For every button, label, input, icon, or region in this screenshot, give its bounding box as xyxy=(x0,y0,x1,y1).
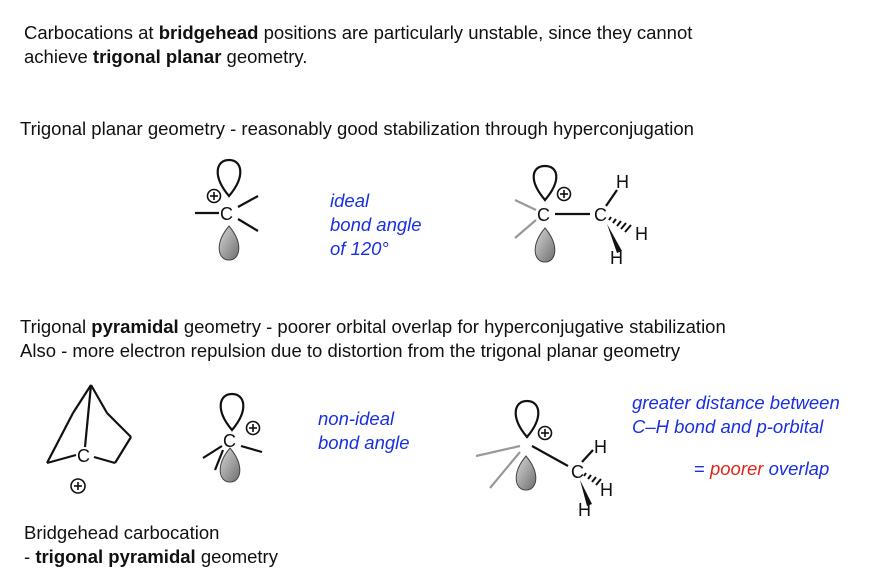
caption-line-1: Bridgehead carbocation xyxy=(24,522,220,543)
atom-h: H xyxy=(610,248,623,268)
positive-charge-icon xyxy=(70,478,86,494)
atom-c: C xyxy=(223,431,236,451)
pyramidal-ethyl-cation: C H H H xyxy=(475,399,613,520)
intro-line-1: Carbocations at bridgehead positions are… xyxy=(24,22,693,43)
positive-charge-icon xyxy=(556,186,572,202)
planar-carbocation: C xyxy=(195,158,259,261)
empty-p-orbital-lobe xyxy=(216,158,242,198)
empty-p-orbital-lobe xyxy=(219,392,245,432)
pyramidal-carbocation: C xyxy=(202,392,263,483)
overlap-note: = poorer overlap xyxy=(694,458,830,479)
pyramidal-heading-2: Also - more electron repulsion due to di… xyxy=(20,340,681,361)
pyramidal-note-line-2: bond angle xyxy=(318,432,410,453)
pyramidal-heading: Trigonal pyramidal geometry - poorer orb… xyxy=(20,316,726,337)
filled-p-orbital-lobe xyxy=(515,455,537,491)
filled-p-orbital-lobe xyxy=(219,447,241,483)
atom-h: H xyxy=(594,437,607,457)
atom-c: C xyxy=(571,462,584,482)
atom-c: C xyxy=(77,446,90,466)
planar-ethyl-cation: C C H H H xyxy=(514,164,648,268)
distance-note-line-2: C–H bond and p-orbital xyxy=(632,416,824,437)
positive-charge-icon xyxy=(537,425,553,441)
intro-line-2: achieve trigonal planar geometry. xyxy=(24,46,308,67)
atom-h: H xyxy=(635,224,648,244)
distance-note-line-1: greater distance between xyxy=(632,392,840,413)
planar-note-line-2: bond angle xyxy=(330,214,422,235)
filled-p-orbital-lobe xyxy=(534,227,556,263)
planar-note-line-1: ideal xyxy=(330,190,370,211)
atom-c: C xyxy=(220,204,233,224)
positive-charge-icon xyxy=(245,420,261,436)
pyramidal-note-line-1: non-ideal xyxy=(318,408,395,429)
filled-p-orbital-lobe xyxy=(218,225,240,261)
atom-c: C xyxy=(537,205,550,225)
planar-note-line-3: of 120° xyxy=(330,238,389,259)
empty-p-orbital-lobe xyxy=(514,399,540,439)
atom-c: C xyxy=(594,205,607,225)
positive-charge-icon xyxy=(206,188,222,204)
norbornyl-bridgehead-cation: C xyxy=(46,384,132,494)
atom-h: H xyxy=(600,480,613,500)
empty-p-orbital-lobe xyxy=(532,164,558,202)
caption-line-2: - trigonal pyramidal geometry xyxy=(24,546,278,567)
atom-h: H xyxy=(616,172,629,192)
planar-heading: Trigonal planar geometry - reasonably go… xyxy=(20,118,694,139)
atom-h: H xyxy=(578,500,591,520)
